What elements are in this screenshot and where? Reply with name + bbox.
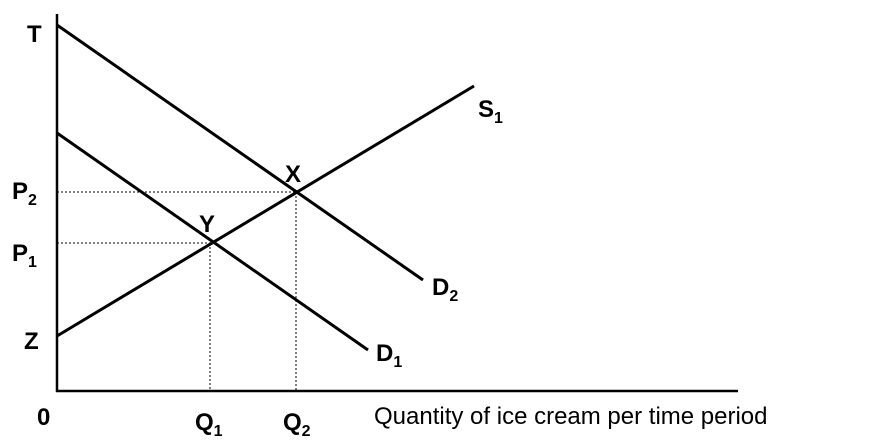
label-d2: D2	[432, 274, 458, 305]
demand-curve-d1	[56, 131, 369, 352]
label-q2: Q2	[283, 409, 311, 440]
label-p1: P1	[12, 240, 37, 271]
label-origin: 0	[37, 404, 50, 431]
label-s1: S1	[478, 96, 503, 127]
label-t: T	[27, 21, 42, 48]
label-z: Z	[24, 328, 39, 355]
supply-curve-s1	[56, 84, 475, 338]
label-q1: Q1	[195, 409, 223, 440]
label-d1: D1	[376, 340, 402, 371]
label-p2: P2	[12, 178, 37, 209]
x-axis-title: Quantity of ice cream per time period	[374, 403, 768, 430]
label-x: X	[285, 161, 301, 188]
demand-curve-d2	[56, 23, 424, 282]
label-y: Y	[199, 211, 215, 238]
